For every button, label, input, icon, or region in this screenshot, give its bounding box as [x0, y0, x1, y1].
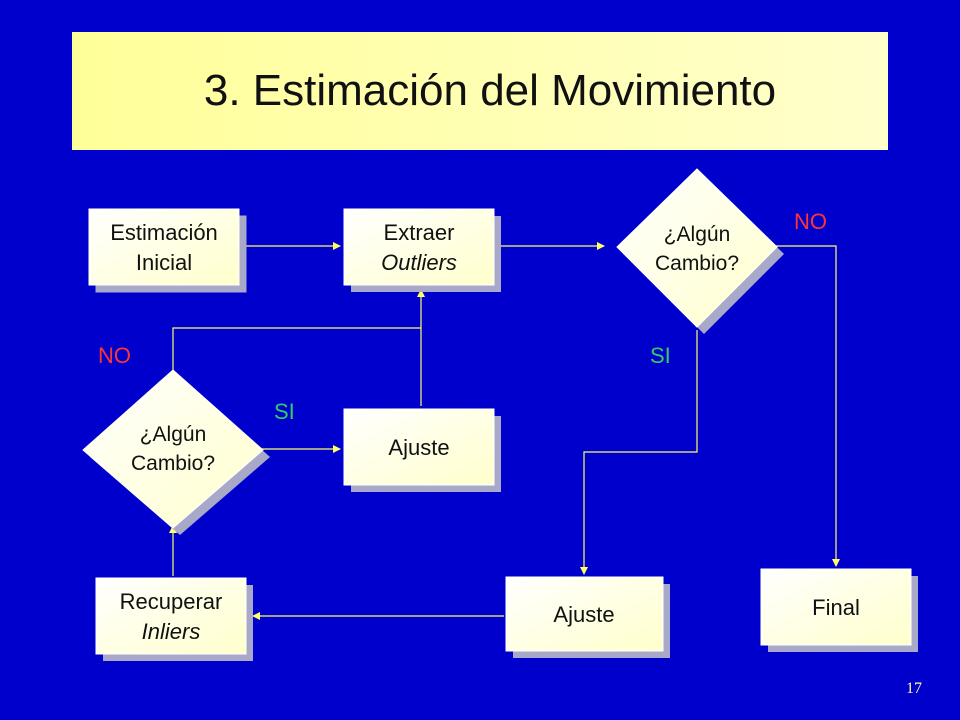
- label-top-si: SI: [650, 343, 671, 368]
- ajuste-mid-label: Ajuste: [388, 435, 449, 460]
- node-decision-left: ¿Algún Cambio?: [82, 369, 270, 535]
- decision-left-line1: ¿Algún: [140, 423, 207, 446]
- edge-decision-top-ajuste-bottom: [580, 330, 698, 575]
- node-ajuste-mid: Ajuste: [343, 408, 501, 492]
- edge-decision-top-final: [776, 245, 840, 567]
- node-estimacion-inicial: Estimación Inicial: [88, 208, 247, 293]
- extraer-line2: Outliers: [381, 250, 457, 275]
- estimacion-line1: Estimación: [110, 220, 218, 245]
- estimacion-line2: Inicial: [136, 250, 192, 275]
- decision-top-line2: Cambio?: [655, 252, 739, 275]
- decision-left-line2: Cambio?: [131, 452, 215, 475]
- node-extraer-outliers: Extraer Outliers: [343, 208, 501, 292]
- label-top-no: NO: [794, 209, 827, 234]
- node-recuperar-inliers: Recuperar Inliers: [95, 577, 253, 661]
- slide-number: 17: [906, 680, 922, 697]
- final-label: Final: [812, 595, 860, 620]
- edge-decision-left-extraer: [172, 327, 421, 370]
- label-left-no: NO: [98, 343, 131, 368]
- ajuste-bottom-label: Ajuste: [553, 602, 614, 627]
- decision-top-line1: ¿Algún: [664, 223, 731, 246]
- recuperar-line2: Inliers: [142, 619, 201, 644]
- connectors: [169, 242, 840, 620]
- extraer-line1: Extraer: [384, 220, 455, 245]
- node-ajuste-bottom: Ajuste: [505, 576, 670, 658]
- label-left-si: SI: [274, 399, 295, 424]
- recuperar-line1: Recuperar: [120, 589, 223, 614]
- node-final: Final: [760, 568, 918, 652]
- node-decision-top: ¿Algún Cambio?: [616, 168, 784, 334]
- title-banner: 3. Estimación del Movimiento: [72, 32, 888, 150]
- page-title: 3. Estimación del Movimiento: [203, 66, 777, 115]
